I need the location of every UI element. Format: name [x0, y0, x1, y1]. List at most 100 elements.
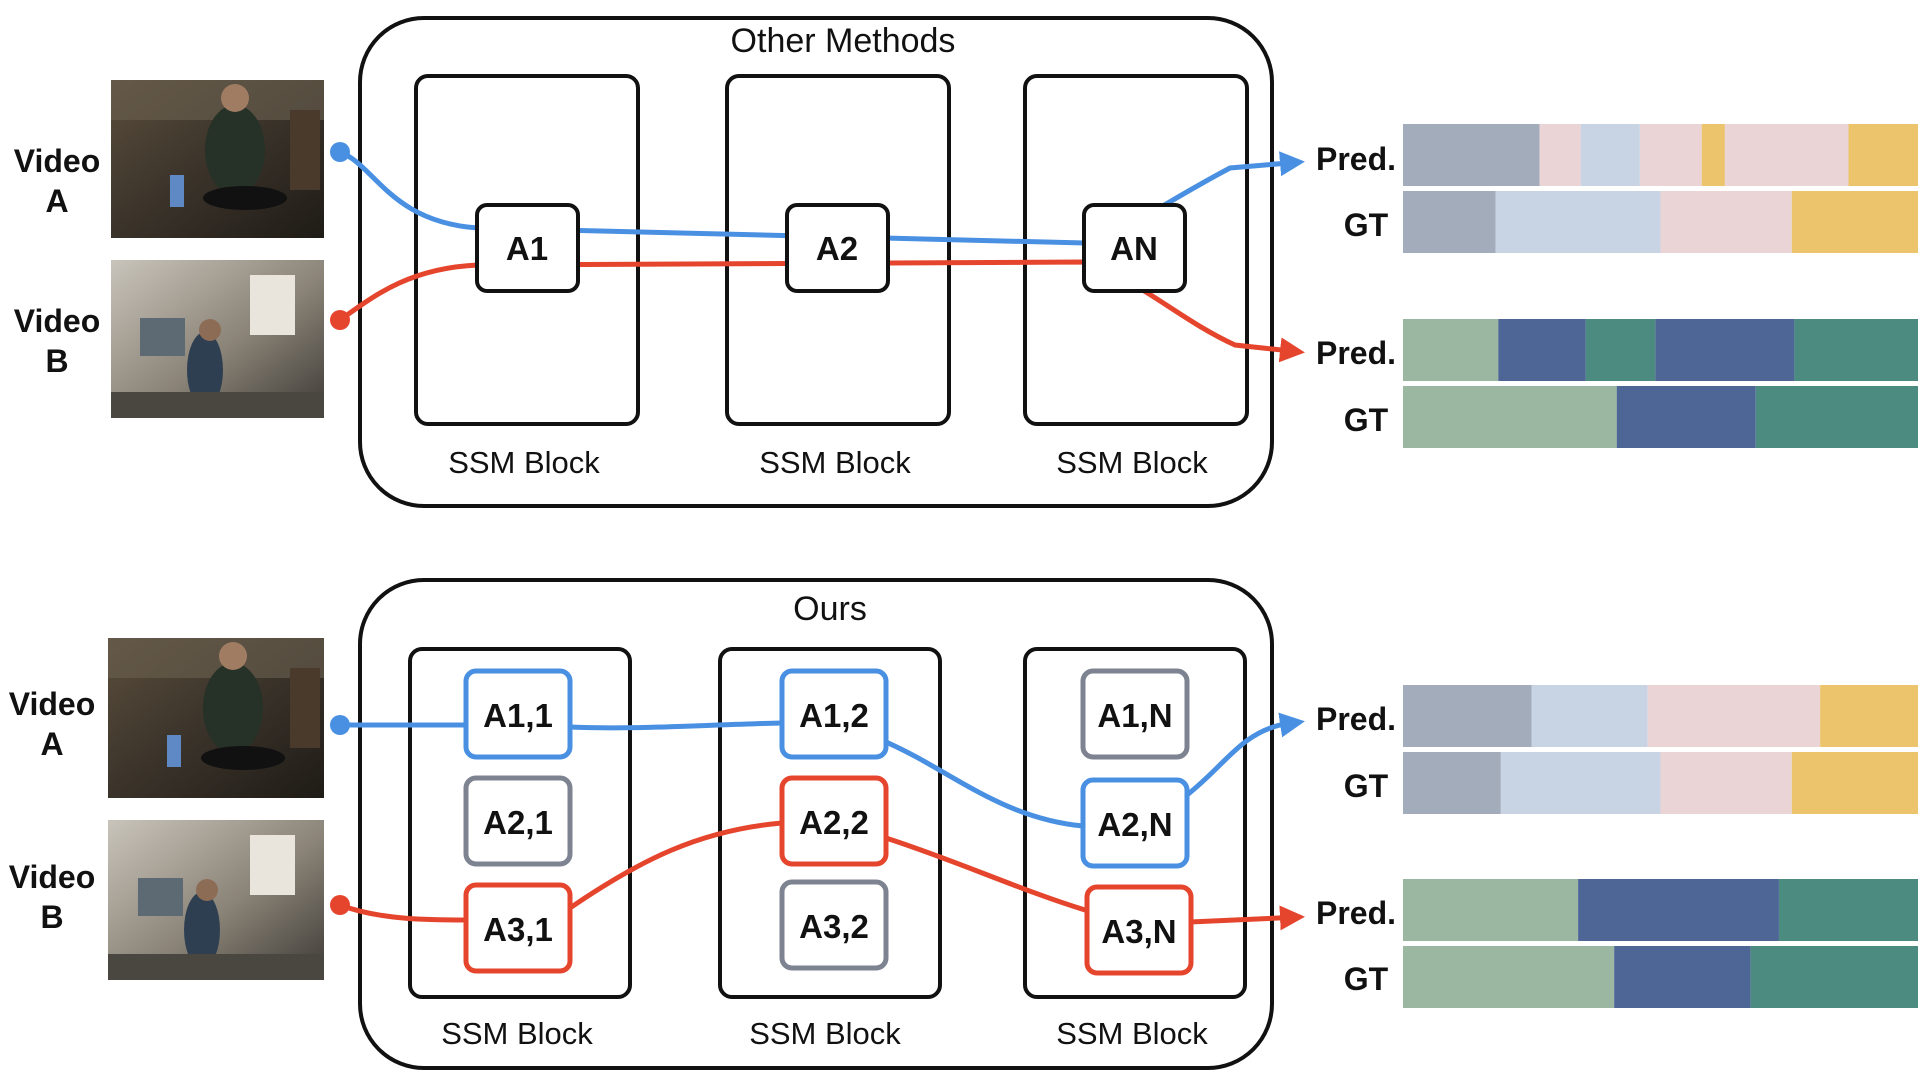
svg-text:A2,1: A2,1	[483, 804, 553, 841]
segment	[1647, 685, 1821, 747]
svg-text:A2: A2	[816, 230, 858, 267]
segment	[1750, 946, 1918, 1008]
ssm-block-label: SSM Block	[1056, 1016, 1208, 1051]
ssm-block	[1023, 74, 1249, 426]
segment	[1778, 879, 1918, 941]
segment	[1614, 946, 1751, 1008]
module-a2-n: A2,N	[1080, 777, 1190, 869]
segmentation-bar	[1403, 191, 1918, 253]
segment	[1794, 319, 1918, 381]
other-methods-section: Other Methods SSM Block SSM Block SSM Bl…	[330, 16, 1305, 508]
segment	[1495, 191, 1661, 253]
video-b-label: B	[40, 899, 63, 935]
segment	[1724, 124, 1849, 186]
ours-section: Ours SSM Block SSM Block SSM Block A1,1 …	[330, 578, 1300, 1070]
module-a3-n: A3,N	[1084, 884, 1194, 976]
segment	[1403, 191, 1496, 253]
module-a1-n: A1,N	[1080, 668, 1190, 760]
video-a-start-dot	[330, 715, 350, 735]
segment	[1578, 879, 1779, 941]
module-a1: A1	[475, 203, 580, 293]
segment	[1616, 386, 1756, 448]
ours-frame	[358, 578, 1274, 1070]
segment	[1498, 319, 1586, 381]
ssm-block-label: SSM Block	[441, 1016, 593, 1051]
ssm-block	[718, 647, 942, 999]
segment	[1403, 124, 1540, 186]
pred-label: Pred.	[1316, 335, 1396, 371]
video-a-label: Video	[9, 686, 96, 722]
video-b-start-dot	[330, 310, 350, 330]
ours-title: Ours	[793, 590, 867, 628]
segmentation-bar	[1403, 386, 1918, 448]
segment	[1660, 191, 1792, 253]
ssm-block	[414, 74, 640, 426]
video-b-label: B	[45, 343, 68, 379]
pred-label: Pred.	[1316, 141, 1396, 177]
video-a-thumbnail	[108, 638, 324, 798]
segment	[1403, 685, 1532, 747]
svg-text:A2,2: A2,2	[799, 804, 869, 841]
segmentation-bar	[1403, 946, 1918, 1008]
segment	[1848, 124, 1918, 186]
module-an: AN	[1082, 203, 1187, 293]
ssm-block	[725, 74, 951, 426]
output-labels: Pred. GT Pred. GT Pred. GT Pred. GT	[1316, 141, 1396, 997]
svg-text:A1,2: A1,2	[799, 697, 869, 734]
svg-text:AN: AN	[1110, 230, 1158, 267]
video-b-thumbnail	[111, 260, 324, 418]
gt-label: GT	[1344, 961, 1389, 997]
video-b-path	[339, 820, 1300, 922]
segment	[1701, 124, 1725, 186]
module-a1-2: A1,2	[779, 668, 889, 760]
ssm-block-label: SSM Block	[448, 445, 600, 480]
segment	[1500, 752, 1661, 814]
segment	[1531, 685, 1648, 747]
segmentation-bar	[1403, 124, 1918, 186]
segment	[1585, 319, 1656, 381]
video-a-label: A	[45, 183, 68, 219]
segment	[1539, 124, 1581, 186]
module-a2: A2	[785, 203, 890, 293]
svg-text:A3,N: A3,N	[1101, 913, 1176, 950]
segment	[1403, 946, 1615, 1008]
segmentation-bar	[1403, 319, 1918, 381]
segment	[1791, 191, 1918, 253]
gt-label: GT	[1344, 207, 1389, 243]
video-b-thumbnail	[108, 820, 324, 980]
segmentation-bar	[1403, 752, 1918, 814]
segment	[1639, 124, 1702, 186]
segment	[1791, 752, 1918, 814]
segment	[1655, 319, 1795, 381]
svg-text:A3,2: A3,2	[799, 908, 869, 945]
video-a-label: A	[40, 726, 63, 762]
video-a-start-dot	[330, 142, 350, 162]
segment	[1403, 386, 1617, 448]
ssm-block	[1023, 647, 1247, 999]
video-a-path	[339, 149, 1305, 246]
segment	[1660, 752, 1792, 814]
video-b-start-dot	[330, 895, 350, 915]
module-a2-2: A2,2	[779, 775, 889, 867]
segment	[1403, 319, 1499, 381]
svg-text:A2,N: A2,N	[1097, 806, 1172, 843]
gt-label: GT	[1344, 402, 1389, 438]
pred-label: Pred.	[1316, 895, 1396, 931]
svg-text:A1,N: A1,N	[1097, 697, 1172, 734]
ssm-block	[408, 647, 632, 999]
ssm-block-label: SSM Block	[749, 1016, 901, 1051]
segment	[1403, 752, 1501, 814]
segment	[1403, 879, 1579, 941]
module-a2-1: A2,1	[463, 775, 573, 867]
gt-label: GT	[1344, 768, 1389, 804]
video-b-label: Video	[9, 859, 96, 895]
ssm-block-label: SSM Block	[1056, 445, 1208, 480]
ssm-block-label: SSM Block	[759, 445, 911, 480]
video-inputs: Video A Video B Video A Video B	[9, 80, 324, 980]
video-a-label: Video	[14, 143, 101, 179]
svg-text:A1,1: A1,1	[483, 697, 553, 734]
segmentation-bars	[1403, 124, 1918, 1008]
segment	[1755, 386, 1918, 448]
module-a3-1: A3,1	[463, 882, 573, 974]
